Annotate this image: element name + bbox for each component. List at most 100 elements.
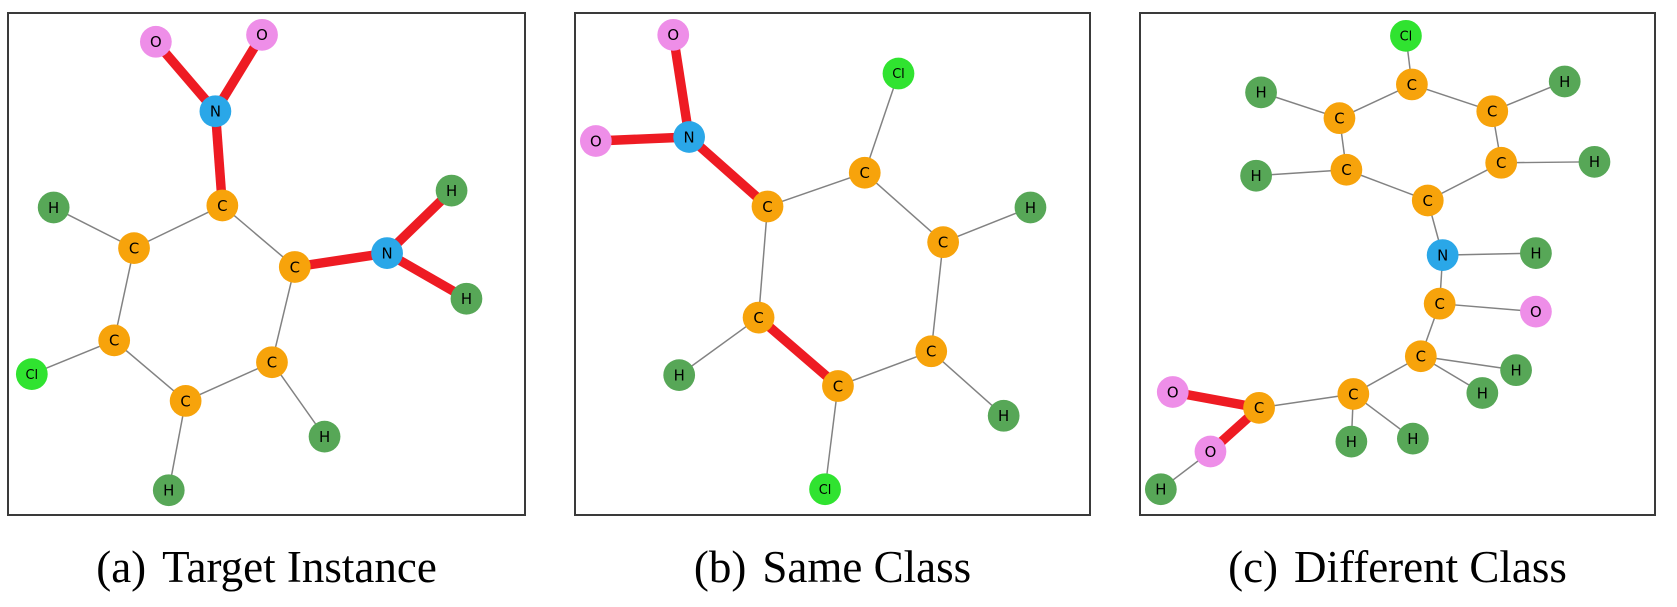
atom-circle-O [1520, 295, 1552, 328]
atom-label-H: H [1589, 153, 1600, 171]
atom-node-C: C [1243, 391, 1275, 424]
atom-label-C: C [1434, 295, 1444, 313]
atom-circle-H [435, 174, 468, 207]
bond-edge [837, 350, 932, 387]
atom-label-C: C [1407, 76, 1417, 94]
atom-node-H: H [1335, 425, 1368, 458]
atom-label-C: C [762, 198, 772, 216]
atom-node-N: N [1426, 239, 1459, 271]
bond-edge [1258, 393, 1354, 409]
atom-circle-H [1520, 237, 1552, 269]
atom-circle-C [915, 335, 948, 368]
atom-circle-C [1404, 340, 1437, 373]
caption-b-label: (b) [693, 542, 747, 592]
caption-same-class: (b) Same Class [574, 532, 1091, 602]
atom-label-C: C [1487, 103, 1497, 121]
atom-node-O: O [139, 25, 172, 58]
bond-edge [824, 385, 839, 490]
atom-label-H: H [1510, 362, 1521, 380]
atom-node-H: H [1144, 473, 1177, 506]
atom-label-C: C [926, 343, 936, 361]
atom-label-C: C [217, 197, 227, 215]
atom-node-O: O [579, 125, 612, 157]
bond-edge [767, 172, 865, 208]
atom-node-O: O [1194, 435, 1227, 468]
atom-circle-O [579, 125, 612, 157]
atom-node-C: C [751, 190, 784, 223]
atom-circle-C [206, 189, 239, 222]
atom-circle-H [1240, 159, 1272, 192]
atom-circle-H [1548, 65, 1581, 98]
highlighted-bond-edge [685, 133, 771, 210]
atom-label-O: O [150, 33, 162, 51]
atom-label-H: H [674, 366, 685, 384]
atom-node-H: H [1500, 354, 1532, 387]
atom-node-O: O [246, 18, 278, 51]
atom-label-N: N [381, 244, 392, 262]
caption-c-text: Different Class [1294, 542, 1567, 592]
atom-label-H: H [1530, 244, 1541, 262]
atom-label-H: H [1407, 430, 1418, 448]
atom-label-C: C [1334, 110, 1344, 128]
atom-node-C: C [1330, 153, 1363, 186]
atom-circle-C [927, 226, 960, 259]
atom-label-C: C [180, 392, 190, 410]
atom-label-H: H [163, 482, 174, 500]
atom-circle-H [450, 282, 483, 315]
atom-circle-H [1500, 354, 1532, 387]
atom-node-H: H [152, 474, 185, 507]
atom-circle-N [673, 121, 705, 153]
atom-node-H: H [1466, 377, 1499, 409]
atom-label-H: H [446, 182, 457, 200]
atom-node-H: H [37, 191, 70, 224]
bond-edge [271, 266, 296, 363]
atom-circle-C [1476, 95, 1509, 128]
atom-circle-C [256, 346, 288, 379]
atom-label-C: C [1348, 385, 1358, 403]
atom-label-H: H [1346, 433, 1357, 451]
atom-circle-H [1245, 76, 1277, 109]
atom-node-Cl: Cl [15, 358, 48, 390]
atom-label-C: C [1416, 348, 1426, 366]
atom-circle-C [1337, 378, 1370, 410]
atom-circle-Cl [809, 473, 841, 506]
atom-label-C: C [938, 234, 948, 252]
atom-label-H: H [1559, 73, 1570, 91]
atom-node-H: H [1397, 422, 1429, 455]
atom-label-O: O [1205, 443, 1217, 461]
atom-circle-C [1411, 184, 1444, 217]
atom-label-H: H [1477, 384, 1488, 402]
atom-label-O: O [1167, 383, 1179, 401]
atom-label-H: H [48, 199, 59, 217]
atom-label-O: O [667, 26, 679, 44]
atom-label-C: C [129, 239, 139, 257]
atom-label-C: C [860, 164, 870, 182]
atom-circle-O [139, 25, 172, 58]
atom-circle-H [1578, 145, 1611, 178]
atom-node-Cl: Cl [882, 57, 915, 90]
atom-node-H: H [1014, 191, 1047, 224]
atom-circle-H [37, 191, 70, 224]
atom-label-H: H [1025, 199, 1036, 217]
atom-node-H: H [663, 359, 696, 391]
bond-edge [864, 172, 944, 243]
bond-edge [678, 316, 760, 376]
atom-label-C: C [753, 309, 763, 327]
atom-node-C: C [927, 226, 960, 259]
atom-circle-C [1330, 153, 1363, 186]
atom-label-H: H [1155, 481, 1166, 499]
atom-node-C: C [118, 232, 150, 264]
bond-edge [864, 73, 900, 173]
atom-circle-H [152, 474, 185, 507]
atom-circle-C [1243, 391, 1275, 424]
atom-circle-H [1335, 425, 1368, 458]
atom-label-C: C [833, 377, 843, 395]
atom-circle-N [199, 95, 232, 128]
atom-label-Cl: Cl [819, 483, 832, 498]
